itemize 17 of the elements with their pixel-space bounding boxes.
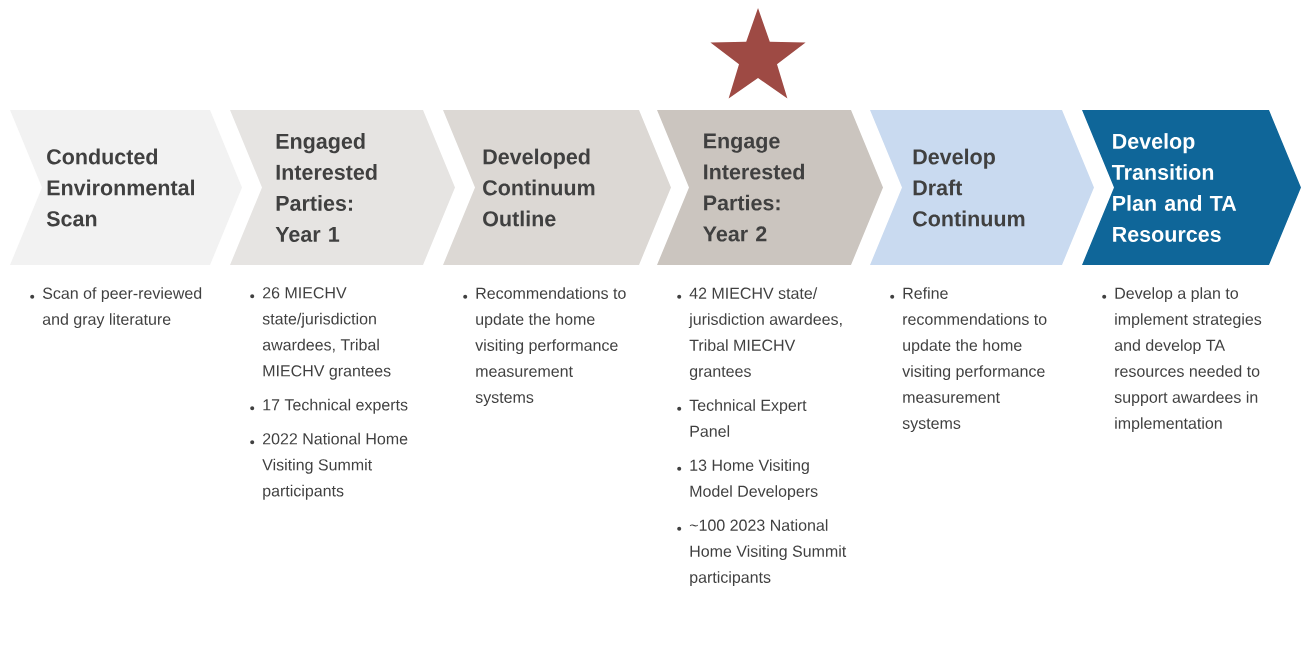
step-banner: Develop Transition Plan and TA Resources xyxy=(1082,110,1301,265)
bullet-item: Scan of peer-reviewed and gray literature xyxy=(42,287,202,329)
bullet-item: Refine recommendations to update the home visiting performance measurement systems xyxy=(902,287,1047,433)
bullet-item: Develop a plan to implement strategies and develop TA resources needed to support awardees in implementation xyxy=(1114,287,1262,433)
step-banner: Developed Continuum Outline xyxy=(443,110,671,265)
bullet-item: 2022 National Home Visiting Summit participants xyxy=(262,432,408,500)
bullet-item: 17 Technical experts xyxy=(263,398,408,414)
bullet-item: Technical Expert Panel xyxy=(689,399,807,437)
step-banner: Engage Interested Parties: Year 2 xyxy=(657,110,883,265)
bullet-item: 26 MIECHV state/jurisdiction awardees, Tribal MIECHV grantees xyxy=(262,287,391,380)
bullet-item: ~100 2023 National Home Visiting Summit participants xyxy=(689,519,847,587)
step-banner: Develop Draft Continuum xyxy=(870,110,1094,265)
step-banner: Engaged Interested Parties: Year 1 xyxy=(230,110,455,265)
bullet-item: 13 Home Visiting Model Developers xyxy=(690,459,818,501)
bullet-item: 42 MIECHV state/ jurisdiction awardees, Tribal MIECHV grantees xyxy=(688,287,842,381)
bullet-item: Recommendations to update the home visiting performance measurement systems xyxy=(475,287,626,407)
step-banner: Conducted Environmental Scan xyxy=(10,110,242,265)
